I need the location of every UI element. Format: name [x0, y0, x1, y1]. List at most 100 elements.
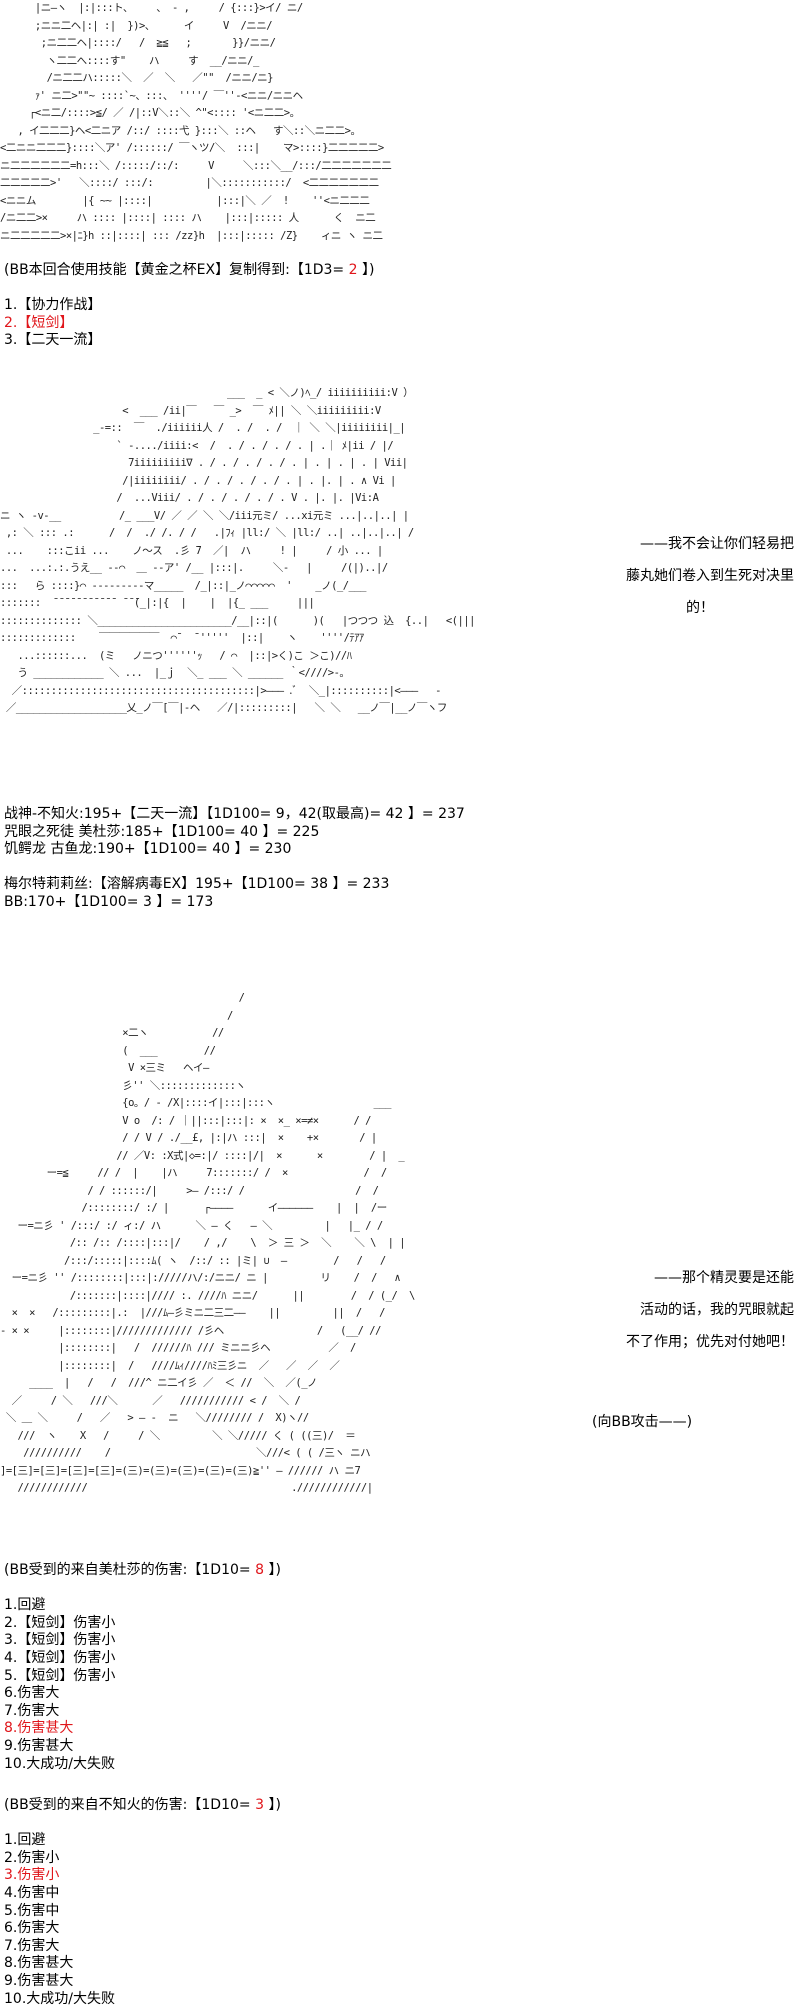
option-item: 9.伤害甚大: [4, 1737, 74, 1754]
art-line: う ____________ ＼ ... |_ｊ ＼_ ___ ＼ ______…: [0, 667, 350, 679]
art-line: :::::::::::::: ＼_______________________/…: [0, 614, 475, 627]
art-line: ...::::::... (ミ ノニつ''''''ｯ / ⌒ |::|>く)こ …: [0, 649, 352, 662]
art-line: ... :::こii ... ノ〜ス .彡 ̄7 ／| ハ ! | / 小 ..…: [0, 544, 383, 557]
speech-bubble-melt: ——我不会让你们轻易把藤丸她们卷入到生死对决里的！: [626, 528, 794, 624]
art-line: , イ二二二}ヘ<二ニア /::/ ::::弋 }:::＼ ::ヘ す＼::＼ニ…: [0, 124, 361, 137]
damage-roll-header: (BB受到的来自美杜莎的伤害:【1D10= 8 】): [4, 1562, 281, 1580]
art-line: /:::::::|::::|//// :. ////ﾊ ニニ/ || / / (…: [0, 1289, 415, 1302]
option-item: 4.【短剑】伤害小: [4, 1649, 116, 1666]
attack-note-text: (向BB攻击——): [592, 1414, 693, 1430]
speech-bubble-medusa: ——那个精灵要是还能活动的话，我的咒眼就起不了作用；优先对付她吧！: [626, 1262, 794, 1358]
roll-result: 3: [255, 1797, 264, 1813]
art-line: ｧ' ニ二>""~ ::::`~、:::、 ''''/ ￣''-<ニニ/ニニヘ: [0, 89, 303, 102]
roll-result: 8: [255, 1562, 264, 1578]
art-line: ]=[三]=[三]=[三]=[三]=(三)=(三)=(三)=(三)=(三)≧''…: [0, 1464, 361, 1477]
combat-results: 战神-不知火:195+【二天一流】【1D100= 9，42(取最高)= 42 】…: [4, 806, 465, 912]
ascii-art-top: |ニ―ヽ |:|:::ト、 、 - , / {:::}>イ/ ニ/ ;ニニ二ヘ|…: [0, 0, 392, 245]
art-line: /: [0, 992, 245, 1004]
option-item: 3.伤害小: [4, 1867, 60, 1884]
speech-line: ——我不会让你们轻易把: [640, 536, 794, 552]
spacer: [4, 1580, 281, 1598]
art-line: ::: ら ::::}⌒ ‐‐‐‐‐‐‐‐‐マ_____ /_|::|_ノ⌒⌒⌒…: [0, 579, 367, 592]
art-line: |::::::::| / //////ﾊ /// ミニニ彡ヘ ／ /: [0, 1342, 356, 1354]
skill-roll-section: (BB本回合使用技能【黄金之杯EX】复制得到:【1D3= 2 】)1.【协力作战…: [4, 262, 374, 350]
option-item: 5.伤害中: [4, 1902, 60, 1919]
header-text: (BB本回合使用技能【黄金之杯EX】复制得到:【1D3=: [4, 262, 349, 278]
option-item: 1.回避: [4, 1832, 46, 1849]
art-line: ::::::::::::: ￣￣￣￣￣￣ ⌒¯ ¯''''' |::| ヽ ''…: [0, 632, 364, 644]
option-item: 2.【短剑】: [4, 314, 74, 331]
art-line: /ニ二二>× ハ :::: |::::| :::: ハ |:::|::::: 人…: [0, 212, 376, 224]
result-line: BB:170+【1D100= 3 】= 173: [4, 893, 214, 910]
option-item: 6.伤害大: [4, 1920, 60, 1937]
art-line: ... ...:.:.うえ__ ‐‐⌒ ＿ -‐ア' /__ |:::|. ＼‐…: [0, 562, 388, 574]
art-line: 彡'' ＼:::::::::::::ヽ: [0, 1079, 246, 1092]
art-line: ////////// / ＼///< ( ( /三ヽ ニハ: [0, 1447, 371, 1459]
art-line: <ニニム |{ ~~ |::::| |:::|＼ ／ ! ''<ニ二二二: [0, 194, 370, 207]
art-line: ×二ヽ //: [0, 1027, 224, 1039]
art-line: <二ニニ二二二}::::＼ア' /::::::/ ￣ヽツ/＼ :::| マ>::…: [0, 142, 384, 154]
art-line: ／___________________乂_ノ￣[￣|-ヘ ／/|:::::::…: [0, 702, 448, 714]
skill-options: 1.【协力作战】2.【短剑】3.【二天一流】: [4, 297, 374, 350]
speech-line: ——那个精灵要是还能: [654, 1270, 794, 1286]
art-line: 7iiiiiiiii∇ . / . / . / . / . | . | . | …: [0, 457, 408, 469]
header-suffix: 】): [264, 1797, 281, 1813]
header-suffix: 】): [264, 1562, 281, 1578]
art-line: /: [0, 1009, 233, 1022]
option-item: 6.伤害大: [4, 1685, 60, 1702]
art-line: ニ二二二二二二=h:::＼ /:::::/::/: V ＼:::＼__/:::/…: [0, 159, 392, 172]
art-line: ____ | / / ///^ ニ二イ彡 ／ ＜ // ＼ ／(_ノ: [0, 1377, 318, 1389]
art-line: ヽ二二へ::::す" ハ す __/ニニ/_: [0, 54, 260, 67]
speech-line: 不了作用；优先对付她吧！: [626, 1334, 794, 1350]
art-line: ／ / ＼ ///＼ ／ /////////// < / ＼ /: [0, 1394, 301, 1407]
art-line: ( ___ //: [0, 1044, 216, 1057]
option-item: 3.【二天一流】: [4, 332, 102, 349]
art-line: - × × |::::::::|///////////// /彡ヘ / (__/…: [0, 1324, 381, 1337]
art-line: /:: /:: /::::|:::|/ / ,/ \ ＞ 三 ＞ ＼ ＼ \ |…: [0, 1237, 406, 1249]
art-line: V o /: / ｜||:::|:::|: × ×_ ×=≠× / /: [0, 1114, 371, 1127]
attack-note: (向BB攻击——): [592, 1414, 692, 1432]
result-line: 咒眼之死徒 美杜莎:185+【1D100= 40 】= 225: [4, 823, 320, 840]
art-line: ` ‐..../iiii:< / . / . / . / . | .｜ ﾒ|ii…: [0, 439, 394, 452]
art-line: ー=ニ彡 ' /:::/ :/ ィ:/ ハ ＼ ― く ― ＼ | |_ / /: [0, 1219, 383, 1232]
art-line: ー=ニ彡 '' /::::::::|:::|://///ハ/:/ニニ/ ニ | …: [0, 1272, 401, 1284]
option-item: 2.伤害小: [4, 1849, 60, 1866]
art-line: ::::::: ̄ ̄ ̄ ̄ ̄ ̄ ̄ ̄ ̄ ̄ ̄ ̄ ̄ ̄(_|:|…: [0, 597, 315, 609]
option-item: 2.【短剑】伤害小: [4, 1614, 116, 1631]
option-item: 1.【协力作战】: [4, 297, 102, 314]
result-line: [4, 859, 465, 877]
art-line: /::::::::/ :/ | ┌―――― イ―――――― | | /ー: [0, 1202, 388, 1214]
art-line: ,: ＼ ::: .: / / ./ /. / / .|ﾌｨ |ll:/ ＼ |…: [0, 527, 414, 539]
art-line: /:::/:::::|::::ﾑ( ヽ /::/ :: |ミ| ∪ ― / / …: [0, 1254, 386, 1267]
option-item: 7.伤害大: [4, 1702, 60, 1719]
art-line: {o。/ ‐ /X|::::イ|:::|:::ヽ ___: [0, 1097, 391, 1109]
art-line: ┌<ニ二/::::>≦/ ／ /|::V＼::＼ ^"<:::: '<ニ二二>。: [0, 107, 300, 119]
option-item: 3.【短剑】伤害小: [4, 1632, 116, 1649]
ascii-art-battle-scene: ___ _ < ＼ノ)ﾍ_/ iiiiiiiiii:V ） < ___ /ii|…: [0, 385, 475, 718]
option-item: 1.回避: [4, 1597, 46, 1614]
spacer: [4, 1815, 281, 1833]
option-item: 8.伤害甚大: [4, 1955, 74, 1972]
art-line: _-=:: ￣ ./iiiiii人 / . / . / ｜ ＼ ＼|iiiiii…: [0, 422, 406, 434]
option-item: 8.伤害甚大: [4, 1720, 74, 1737]
art-line: ニ二二二二二>×|ﾆ}h ::|::::| ::: /zz}h |:::|:::…: [0, 229, 383, 242]
art-line: / / V / ./__£, |:|ハ :::| × +× / |: [0, 1132, 377, 1144]
art-line: /|iiiiiiii/ . / . / . / . / . | . |. | .…: [0, 474, 396, 487]
art-line: ／:::::::::::::::::::::::::::::::::::::::…: [0, 684, 442, 697]
art-line: / / ::::::/| >― /:::/ / / /: [0, 1184, 379, 1197]
header-suffix: 】): [357, 262, 375, 278]
ascii-art-medusa: / / ×二ヽ // ( ___ // V ×三ミ ヘイ― 彡'' ＼:::::…: [0, 990, 415, 1498]
art-line: ー=≦ // / | |ハ 7:::::::/ / × / /: [0, 1167, 388, 1179]
art-line: × × /:::::::::|.: |///ﾑ―彡ミニ二三二―― || || /…: [0, 1307, 386, 1319]
speech-line: 藤丸她们卷入到生死对决里: [626, 568, 794, 584]
header-text: (BB受到的来自不知火的伤害:【1D10=: [4, 1797, 256, 1813]
result-line: 梅尔特莉莉丝:【溶解病毒EX】195+【1D100= 38 】= 233: [4, 876, 390, 893]
option-item: 4.伤害中: [4, 1884, 60, 1901]
art-line: V ×三ミ ヘイ―: [0, 1062, 209, 1074]
option-item: 10.大成功/大失败: [4, 1990, 115, 2007]
art-line: / ...Viii/ . / . / . / . / . V . |. |. |…: [0, 492, 379, 504]
